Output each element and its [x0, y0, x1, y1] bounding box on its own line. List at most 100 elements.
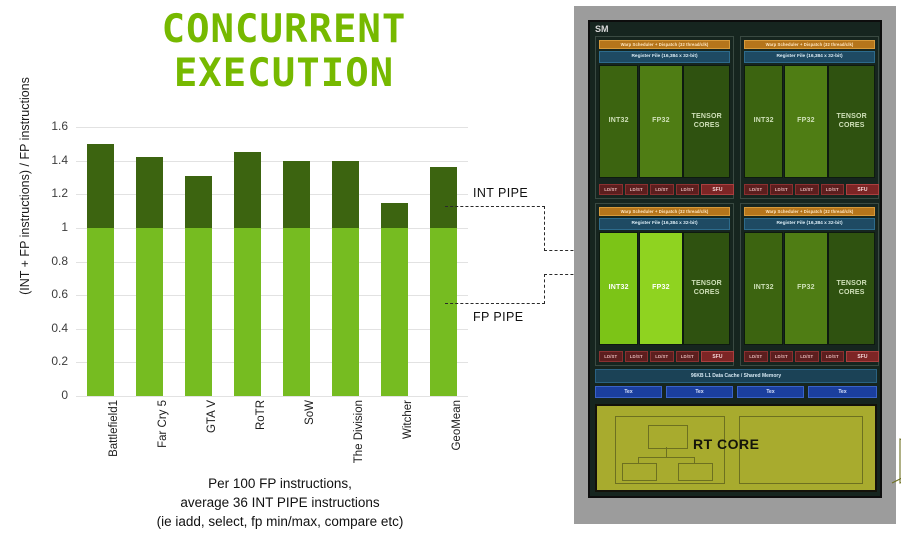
annotation-int-pipe-leader-h2	[544, 250, 584, 251]
rt-core-bvh-diagram	[615, 416, 725, 484]
y-axis-tick: 1.6	[51, 119, 68, 133]
sfu-unit-label: SFU	[857, 353, 868, 360]
title-line-2: EXECUTION	[173, 51, 395, 96]
bar-rotr	[234, 152, 261, 396]
annotation-fp-pipe-leader-v	[544, 274, 545, 304]
ray-triangle-icon	[891, 438, 901, 484]
bar-segment-int-pipe	[430, 167, 457, 228]
y-axis-tick: 0.2	[51, 354, 68, 369]
sfu-unit-label: SFU	[712, 353, 723, 360]
y-axis-tick: 0.6	[51, 287, 68, 302]
ldst-unit-2: LD/ST	[769, 351, 793, 362]
int32-core-block: INT32	[744, 232, 784, 345]
ldst-unit-label: LD/ST	[749, 187, 763, 192]
ldst-unit-4: LD/ST	[820, 184, 844, 195]
warp-scheduler-block: Warp Scheduler + Dispatch (32 thread/clk…	[599, 207, 730, 216]
warp-scheduler-block: Warp Scheduler + Dispatch (32 thread/clk…	[744, 207, 875, 216]
ldst-unit-4: LD/ST	[675, 351, 699, 362]
gridline	[76, 362, 468, 364]
gridline	[76, 160, 468, 162]
ldst-unit-3: LD/ST	[650, 351, 674, 362]
ldst-unit-label: LD/ST	[604, 187, 618, 192]
ldst-unit-label: LD/ST	[825, 354, 839, 359]
title-line-1: CONCURRENT	[161, 7, 407, 52]
gridline	[76, 328, 468, 330]
ldst-unit-label: LD/ST	[800, 187, 814, 192]
y-axis-tick: 0	[61, 388, 68, 402]
ldst-unit-label: LD/ST	[655, 354, 669, 359]
int32-core-label: INT32	[608, 284, 629, 292]
tex-label: Tex	[624, 389, 633, 395]
annotation-int-pipe-leader-h1	[445, 206, 545, 207]
int32-core-block: INT32	[599, 232, 639, 345]
rt-core-label: RT CORE	[693, 436, 760, 452]
rt-core-triangle-diagram	[739, 416, 901, 484]
sfu-unit-label: SFU	[712, 186, 723, 193]
y-axis-tick: 1.2	[51, 186, 68, 201]
sfu-unit: SFU	[701, 351, 734, 362]
ldst-unit-label: LD/ST	[655, 187, 669, 192]
warp-scheduler-label: Warp Scheduler + Dispatch (32 thread/clk…	[620, 209, 709, 214]
annotation-int-pipe-label: INT PIPE	[473, 186, 529, 200]
gridline	[76, 396, 468, 397]
sm-panel: SM 96KB L1 Data Cache / Shared Memory Te…	[588, 20, 901, 498]
bar-geomean	[430, 167, 457, 396]
bar-segment-int-pipe	[136, 157, 163, 228]
fp32-core-block: FP32	[638, 65, 683, 178]
warp-scheduler-label: Warp Scheduler + Dispatch (32 thread/clk…	[765, 42, 854, 47]
annotation-int-pipe-leader-v	[544, 206, 545, 251]
bvh-leaf-node-left	[622, 463, 657, 481]
tex-unit-2: Tex	[666, 386, 733, 398]
ldst-sfu-row: LD/ST LD/ST LD/ST LD/ST SFU	[744, 351, 879, 362]
register-file-block: Register File (16,384 x 32-bit)	[599, 51, 730, 63]
fp32-core-block: FP32	[783, 232, 828, 345]
register-file-label: Register File (16,384 x 32-bit)	[631, 54, 698, 59]
chart-caption: Per 100 FP instructions, average 36 INT …	[40, 474, 520, 531]
y-axis-tick: 1	[61, 219, 68, 234]
ldst-unit-label: LD/ST	[680, 187, 694, 192]
warp-scheduler-label: Warp Scheduler + Dispatch (32 thread/clk…	[765, 209, 854, 214]
ldst-unit-1: LD/ST	[599, 351, 623, 362]
caption-line-1: Per 100 FP instructions,	[208, 476, 352, 491]
bar-the-division	[332, 160, 359, 396]
bar-segment-fp-pipe	[87, 227, 114, 396]
tex-label: Tex	[838, 389, 847, 395]
bvh-edge-left	[638, 457, 639, 464]
bvh-leaf-node-right	[678, 463, 713, 481]
register-file-label: Register File (16,384 x 32-bit)	[776, 54, 843, 59]
sm-diagram-frame: SM 96KB L1 Data Cache / Shared Memory Te…	[574, 6, 901, 524]
ldst-unit-1: LD/ST	[599, 184, 623, 195]
sfu-unit-label: SFU	[857, 186, 868, 193]
annotation-fp-pipe-leader-h2	[544, 274, 584, 275]
fp32-core-block: FP32	[783, 65, 828, 178]
ldst-unit-2: LD/ST	[624, 351, 648, 362]
int32-core-label: INT32	[753, 284, 774, 292]
bar-battlefield1	[87, 143, 114, 396]
ldst-unit-label: LD/ST	[774, 354, 788, 359]
quad-top-left: Warp Scheduler + Dispatch (32 thread/clk…	[595, 36, 734, 199]
bar-gta-v	[185, 175, 212, 396]
register-file-label: Register File (16,384 x 32-bit)	[631, 221, 698, 226]
ldst-unit-1: LD/ST	[744, 351, 768, 362]
ldst-unit-3: LD/ST	[795, 351, 819, 362]
y-axis-tick: 0.8	[51, 253, 68, 268]
caption-line-3: (ie iadd, select, fp min/max, compare et…	[156, 514, 404, 529]
page-title: CONCURRENT EXECUTION	[0, 8, 568, 96]
sfu-unit: SFU	[846, 184, 879, 195]
register-file-block: Register File (16,384 x 32-bit)	[744, 218, 875, 230]
gridline	[76, 227, 468, 229]
bar-far-cry-5	[136, 157, 163, 396]
warp-scheduler-block: Warp Scheduler + Dispatch (32 thread/clk…	[744, 40, 875, 49]
quad-top-right: Warp Scheduler + Dispatch (32 thread/clk…	[740, 36, 879, 199]
fp32-core-label: FP32	[797, 117, 815, 125]
bar-segment-fp-pipe	[136, 227, 163, 396]
warp-scheduler-label: Warp Scheduler + Dispatch (32 thread/clk…	[620, 42, 709, 47]
annotation-fp-pipe-leader-h1	[445, 303, 545, 304]
fp32-core-label: FP32	[797, 284, 815, 292]
